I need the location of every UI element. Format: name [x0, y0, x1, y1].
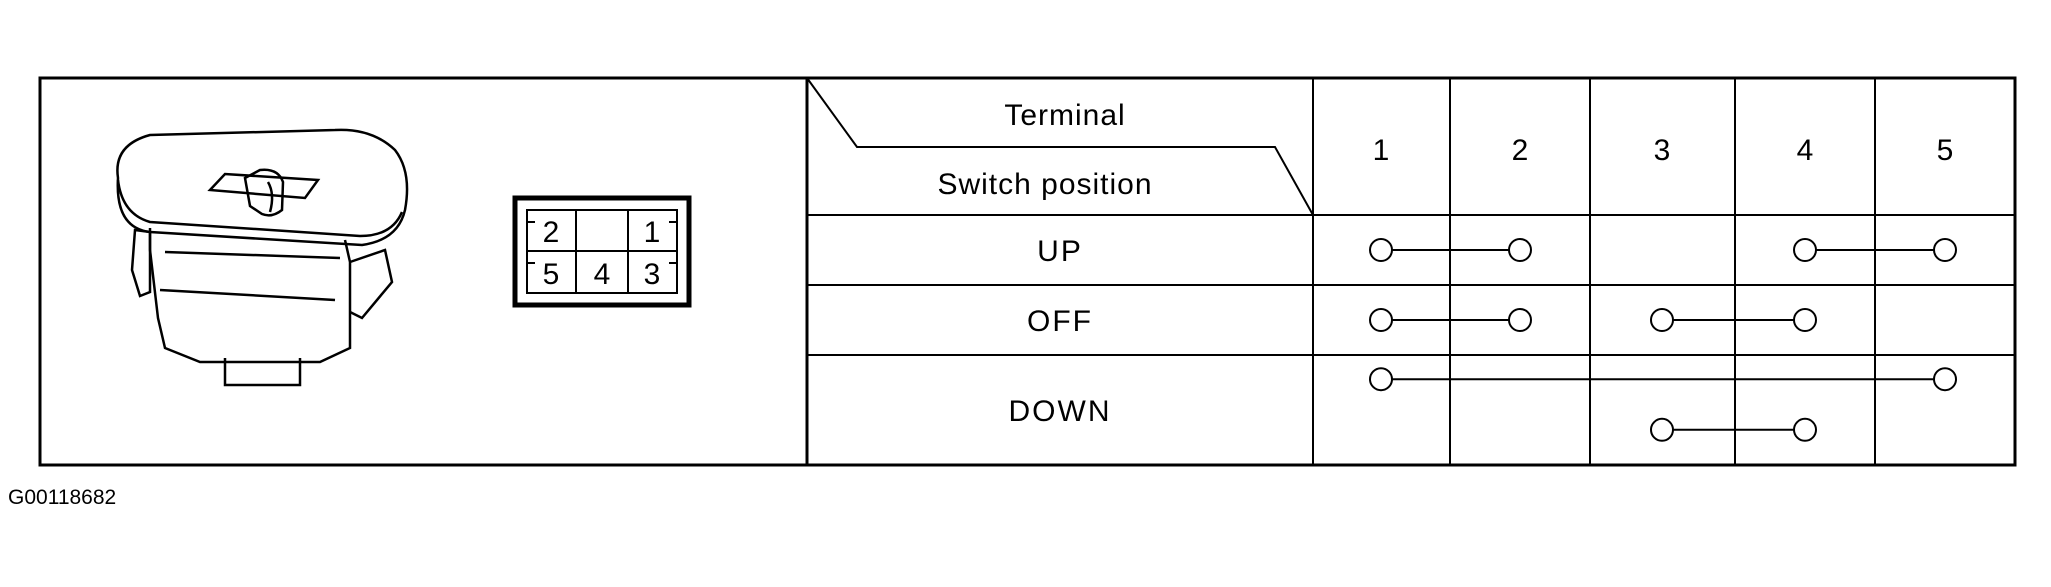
- outer-frame: [38, 76, 2017, 467]
- position-label-up: UP: [1037, 235, 1083, 268]
- switch-left-clip: [130, 228, 152, 298]
- connector-pin-label: 4: [594, 258, 611, 291]
- switch-knob-slot: [207, 172, 321, 200]
- switch-cover: [116, 128, 409, 247]
- switch-body-line: [164, 250, 341, 260]
- switch-knob: [243, 168, 285, 217]
- continuity-terminal-circle: [1650, 308, 1674, 332]
- switch-position-header: Switch position: [937, 168, 1152, 201]
- continuity-terminal-circle: [1793, 417, 1817, 442]
- continuity-terminal-circle: [1793, 308, 1817, 332]
- switch-illustration-panel: 2 1 5 4 3: [116, 128, 692, 387]
- connector-pin-label: 3: [644, 258, 661, 291]
- connector-pin-label: 2: [543, 216, 560, 249]
- terminal-number: 2: [1512, 134, 1529, 167]
- figure-id: G00118682: [8, 486, 117, 509]
- continuity-terminal-circle: [1793, 238, 1817, 262]
- continuity-terminal-circle: [1369, 367, 1393, 392]
- connector-pin-label: 5: [543, 258, 560, 291]
- connector-outline: [512, 195, 692, 308]
- continuity-terminal-circle: [1650, 417, 1674, 442]
- position-label-off: OFF: [1027, 305, 1093, 338]
- position-label-down: DOWN: [1009, 395, 1112, 428]
- connector-pin-label: 1: [644, 216, 661, 249]
- switch-bottom-tab: [223, 358, 302, 387]
- continuity-terminal-circle: [1933, 367, 1957, 392]
- continuity-marks: [1369, 238, 1957, 442]
- terminal-number: 5: [1937, 134, 1954, 167]
- switch-body-line: [159, 288, 336, 302]
- header-diagonal: [806, 77, 1314, 216]
- terminal-header: Terminal: [1004, 99, 1125, 132]
- continuity-terminal-circle: [1508, 238, 1532, 262]
- terminal-number: 4: [1797, 134, 1814, 167]
- terminal-number: 3: [1654, 134, 1671, 167]
- switch-right-clip: [349, 248, 394, 320]
- window-switch-drawing: [116, 128, 409, 387]
- continuity-table: [805, 77, 2015, 465]
- terminal-number: 1: [1373, 134, 1390, 167]
- switch-cover-edge: [116, 179, 404, 238]
- continuity-terminal-circle: [1369, 308, 1393, 332]
- switch-knob-shade: [266, 181, 274, 213]
- continuity-terminal-circle: [1933, 238, 1957, 262]
- connector-face: [512, 195, 692, 308]
- switch-body: [148, 228, 352, 364]
- continuity-terminal-circle: [1508, 308, 1532, 332]
- continuity-terminal-circle: [1369, 238, 1393, 262]
